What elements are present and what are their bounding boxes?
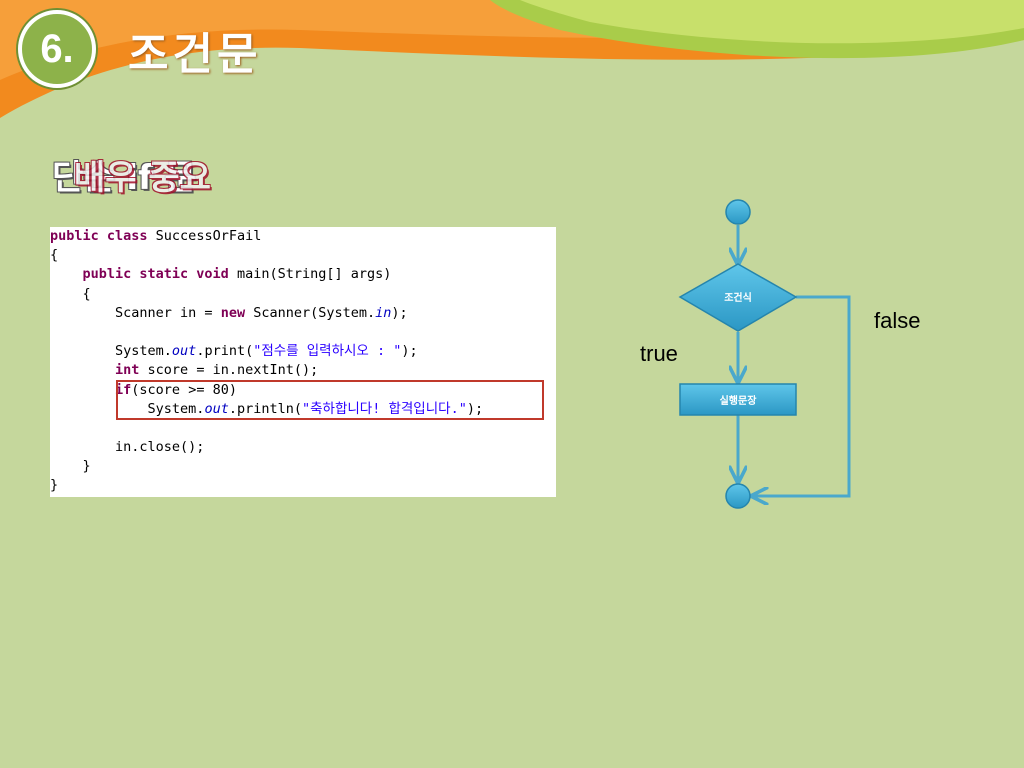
code-token: score = in.nextInt(); xyxy=(139,362,319,379)
code-token: (score >= 80) xyxy=(131,381,237,398)
code-token: Scanner(System. xyxy=(245,304,376,321)
code-lines: public class SuccessOrFail{ public stati… xyxy=(50,227,483,496)
statement-node xyxy=(679,383,797,416)
code-token: { xyxy=(50,285,91,302)
code-token xyxy=(50,382,115,398)
false-label: false xyxy=(874,308,920,333)
end-node xyxy=(725,483,751,509)
code-line: { xyxy=(50,246,483,265)
code-token: "점수를 입력하시오 : " xyxy=(253,343,402,360)
green-swoosh-light xyxy=(520,0,1024,44)
code-token: new xyxy=(220,304,246,321)
subtitle-text-a: 단순 if 문 xyxy=(52,158,196,198)
code-line: Scanner in = new Scanner(System.in); xyxy=(50,304,483,323)
true-label: true xyxy=(640,341,678,366)
code-token: in xyxy=(375,304,392,321)
code-token: out xyxy=(171,343,197,360)
code-token: .println( xyxy=(228,400,302,417)
code-line: public static void main(String[] args) xyxy=(50,265,483,284)
code-token: Scanner in = xyxy=(50,304,221,321)
code-token: main(String[] args) xyxy=(228,266,392,283)
code-line: { xyxy=(50,285,483,304)
code-token: public static void xyxy=(82,266,229,283)
code-line: System.out.print("점수를 입력하시오 : "); xyxy=(50,342,483,361)
code-token: System. xyxy=(50,400,205,417)
start-node xyxy=(725,199,751,225)
code-token: out xyxy=(204,400,229,417)
statement-label: 실행문장 xyxy=(720,394,758,407)
code-token: ); xyxy=(391,304,408,321)
code-line: int score = in.nextInt(); xyxy=(50,361,483,380)
section-number: 6. xyxy=(40,26,74,71)
code-line: } xyxy=(50,476,483,495)
code-token: System. xyxy=(50,343,172,360)
edge-false xyxy=(754,295,851,496)
code-token: public class xyxy=(50,228,148,244)
code-line: in.close(); xyxy=(50,438,483,457)
code-token: int xyxy=(115,362,140,379)
code-token xyxy=(50,266,83,282)
code-line: if(score >= 80) xyxy=(50,381,483,400)
code-token: } xyxy=(50,477,59,494)
code-token: in.close(); xyxy=(50,439,205,456)
code-token xyxy=(50,362,115,378)
code-line: System.out.println("축하합니다! 합격입니다."); xyxy=(50,400,484,419)
header-banner xyxy=(0,0,1024,118)
code-panel: public class SuccessOrFail{ public stati… xyxy=(50,227,556,497)
condition-label: 조건식 xyxy=(724,291,752,304)
code-token: } xyxy=(50,458,91,475)
code-token: if xyxy=(115,381,132,398)
code-token: "축하합니다! 합격입니다." xyxy=(301,400,467,417)
code-line xyxy=(50,323,483,342)
page-title: 조건문 xyxy=(128,29,262,80)
code-line xyxy=(50,419,483,438)
section-number-badge: 6. xyxy=(18,10,96,88)
code-line: } xyxy=(50,457,483,476)
code-token: SuccessOrFail xyxy=(147,228,262,244)
subtitle-text-b: 배우 중요 xyxy=(74,158,211,198)
code-token: ); xyxy=(401,343,418,360)
code-token: .print( xyxy=(196,343,254,360)
condition-node xyxy=(678,263,798,332)
if-highlight-box xyxy=(116,380,544,420)
code-token: { xyxy=(50,247,59,264)
code-token: ); xyxy=(466,400,484,417)
code-line: public class SuccessOrFail xyxy=(50,227,483,246)
